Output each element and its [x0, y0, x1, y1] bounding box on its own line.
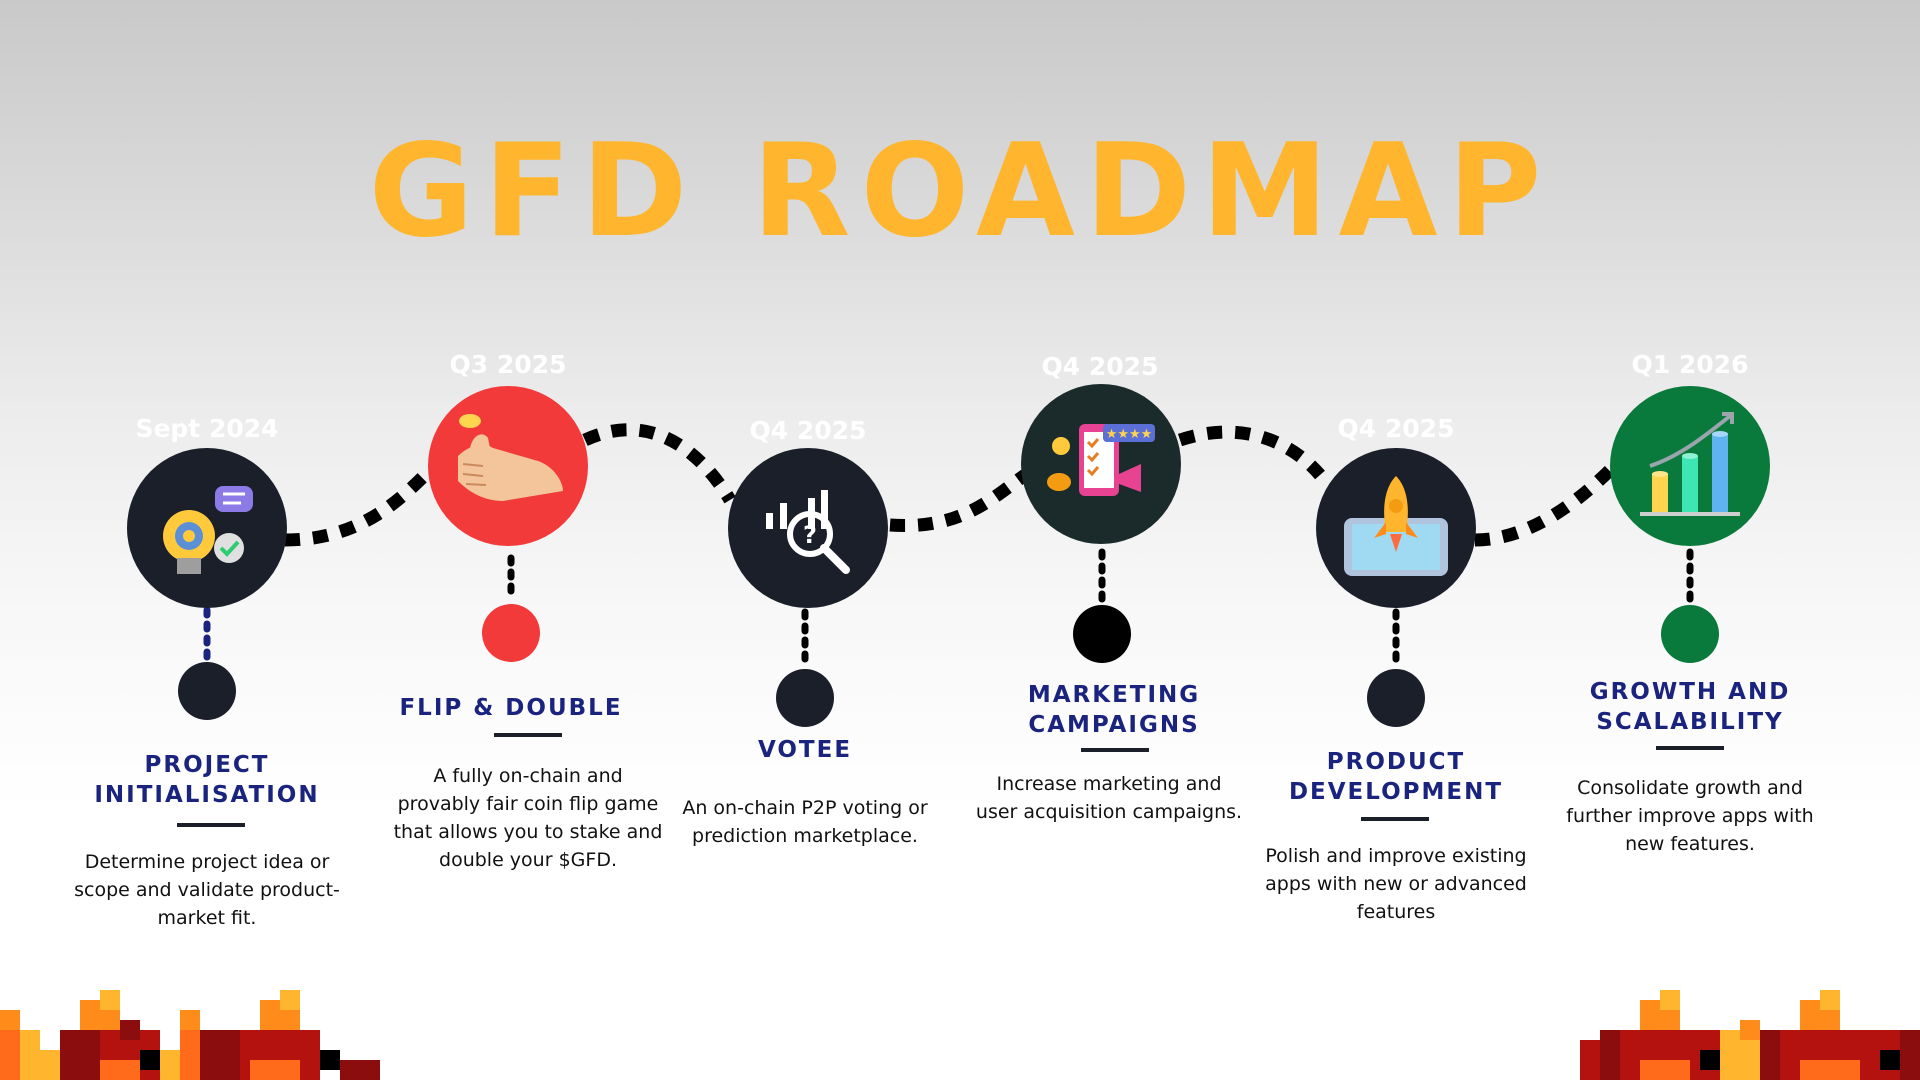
heading-underline [1361, 817, 1429, 821]
milestone-heading: VOTEE [757, 737, 853, 763]
milestone-date: Q1 2026 [1631, 350, 1749, 379]
pixel-flame-decoration [1580, 990, 1920, 1080]
milestone-heading: GROWTH AND SCALABILITY [1589, 679, 1791, 735]
milestone-dot [776, 669, 834, 727]
milestone-icon-circle: ? [728, 448, 888, 608]
milestone-icon-circle [428, 386, 588, 546]
milestone-date: Q3 2025 [449, 350, 567, 379]
milestone-icon-circle: ★★★★ [1021, 384, 1181, 544]
milestone-dot [1073, 605, 1131, 663]
milestone-heading: PRODUCT DEVELOPMENT [1288, 749, 1504, 805]
chart-magnifier-icon: ? [766, 490, 850, 574]
milestone-icon-circle [1610, 386, 1770, 546]
page-title: GFD ROADMAP [368, 117, 1552, 266]
coin-flip-hand-icon [458, 414, 563, 501]
heading-underline [1656, 746, 1724, 750]
milestone-description: Increase marketing and user acquisition … [975, 773, 1243, 823]
milestone-description: A fully on-chain and provably fair coin … [393, 765, 663, 871]
milestone-dot [178, 662, 236, 720]
milestone-dot [1661, 605, 1719, 663]
milestone-icon-circle [1316, 448, 1476, 608]
heading-underline [1081, 748, 1149, 752]
svg-text:?: ? [803, 521, 817, 549]
milestone-dot [1367, 669, 1425, 727]
lightbulb-gear-icon [163, 486, 253, 574]
milestone-heading: FLIP & DOUBLE [399, 695, 623, 721]
milestone-description: An on-chain P2P voting or prediction mar… [682, 797, 928, 847]
milestone-description: Polish and improve existing apps with ne… [1265, 845, 1527, 923]
pixel-flame-decoration [0, 990, 380, 1080]
milestone-description: Consolidate growth and further improve a… [1566, 777, 1814, 855]
heading-underline [177, 823, 245, 827]
heading-underline [494, 733, 562, 737]
milestone-heading: MARKETING CAMPAIGNS [1027, 682, 1201, 738]
milestone-description: Determine project idea or scope and vali… [74, 851, 340, 929]
milestone-heading: PROJECT INITIALISATION [94, 752, 320, 808]
milestone-date: Q4 2025 [749, 416, 867, 445]
milestone-icon-circle [127, 448, 287, 608]
milestone-date: Q4 2025 [1337, 414, 1455, 443]
milestone-date: Q4 2025 [1041, 352, 1159, 381]
svg-text:★★★★: ★★★★ [1106, 427, 1153, 442]
growth-bar-chart-icon [1640, 412, 1740, 516]
milestone-date: Sept 2024 [135, 414, 279, 443]
milestone-dot [482, 604, 540, 662]
rocket-tablet-icon [1344, 476, 1448, 576]
marketing-phone-icon: ★★★★ [1047, 424, 1155, 496]
